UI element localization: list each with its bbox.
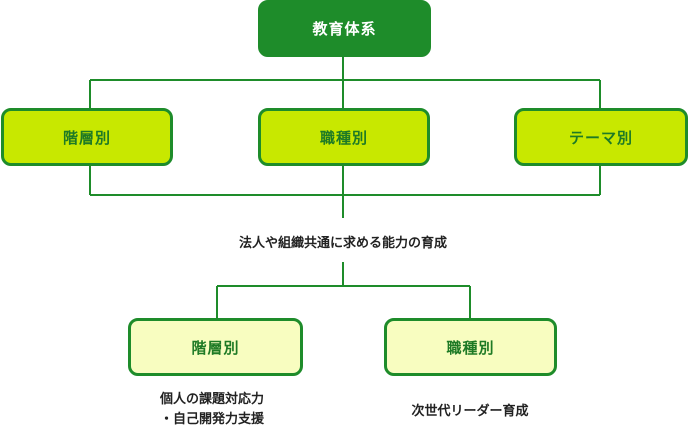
- common-ability-label: 法人や組織共通に求める能力の育成: [238, 236, 448, 251]
- root-box: 教育体系: [258, 0, 431, 57]
- category-box-job-type: 職種別: [258, 108, 430, 166]
- sub-box-job-type: 職種別: [384, 318, 557, 376]
- sub-box-hierarchy: 階層別: [128, 318, 303, 376]
- category-box-hierarchy: 階層別: [1, 108, 173, 166]
- sub-desc-hierarchy-line-2: ・自己開発力支援: [159, 412, 265, 427]
- sub-desc-job-type-line-1: 次世代リーダー育成: [411, 404, 529, 419]
- sub-desc-hierarchy-line-1: 個人の課題対応力: [159, 392, 265, 407]
- category-box-theme: テーマ別: [514, 108, 688, 166]
